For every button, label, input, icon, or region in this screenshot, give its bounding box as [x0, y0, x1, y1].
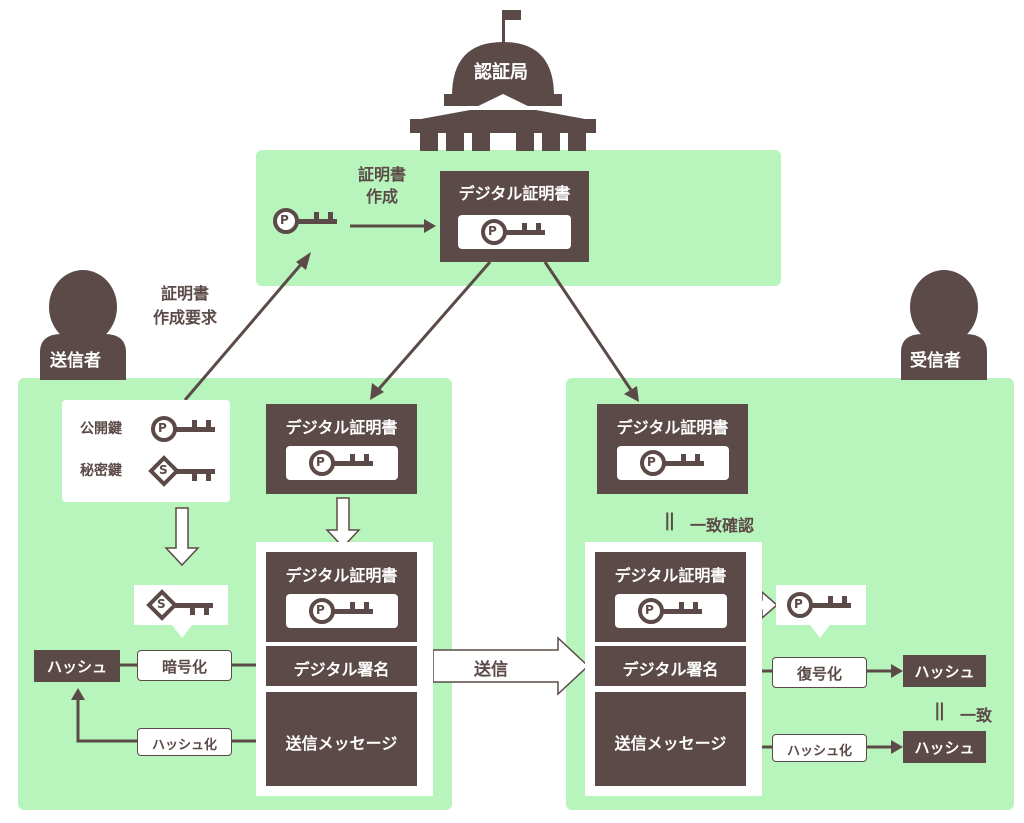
issue-arrow-sender: [376, 261, 492, 391]
hash-box: ハッシュ: [34, 650, 120, 682]
secret-key-icon: S: [148, 455, 220, 487]
public-key-icon: P: [308, 449, 378, 477]
down-arrow: [325, 497, 361, 549]
digital-signature: デジタル署名: [266, 646, 417, 686]
decrypt-box: 復号化: [772, 657, 867, 688]
down-arrow: [164, 507, 200, 567]
request-arrow: [183, 261, 305, 401]
hash-box: ハッシュ: [903, 731, 986, 763]
send-label: 送信: [474, 660, 508, 680]
request-arrow-head: [296, 252, 311, 270]
encrypt-box: 暗号化: [137, 650, 232, 681]
cert-request-label: 証明書 作成要求: [152, 284, 217, 327]
digital-certificate: デジタル証明書 P: [597, 404, 748, 494]
government-building-icon: [410, 10, 596, 151]
public-key-icon: P: [480, 218, 550, 246]
person-icon: [40, 270, 126, 380]
send-arrow: [432, 636, 590, 696]
cert-create-label: 証明書 作成: [357, 165, 406, 206]
match-label: 一致: [960, 706, 993, 725]
match-confirm-label: 一致確認: [690, 516, 755, 535]
public-key-icon: P: [786, 591, 856, 619]
public-key-icon: P: [637, 597, 707, 625]
digital-certificate: デジタル証明書 P: [266, 552, 417, 642]
equals-mark: ||: [664, 510, 675, 531]
receiver-label: 受信者: [910, 351, 961, 371]
building-pediment: [470, 94, 536, 110]
send-message: 送信メッセージ: [266, 692, 417, 786]
secret-key-icon: S: [146, 589, 218, 621]
issue-arrow-receiver: [543, 261, 633, 391]
hashing-box: ハッシュ化: [137, 728, 232, 756]
key-pair-box: [62, 400, 230, 502]
ca-label: 認証局: [474, 62, 528, 83]
person-icon: [901, 270, 987, 380]
public-key-label: 公開鍵: [80, 421, 122, 437]
digital-certificate: デジタル証明書 P: [595, 552, 746, 642]
digital-certificate: デジタル証明書 P: [266, 404, 417, 494]
sender-label: 送信者: [50, 351, 101, 371]
secret-key-label: 秘密鍵: [80, 463, 122, 479]
public-key-icon: P: [150, 415, 220, 443]
public-key-icon: P: [272, 207, 342, 235]
public-key-icon: P: [639, 449, 709, 477]
hash-box: ハッシュ: [903, 655, 986, 687]
digital-signature: デジタル署名: [595, 646, 746, 686]
send-message: 送信メッセージ: [595, 692, 746, 786]
digital-certificate: デジタル証明書 P: [440, 171, 589, 262]
hashing-box: ハッシュ化: [772, 734, 867, 762]
public-key-icon: P: [308, 597, 378, 625]
equals-mark: ||: [934, 700, 945, 721]
